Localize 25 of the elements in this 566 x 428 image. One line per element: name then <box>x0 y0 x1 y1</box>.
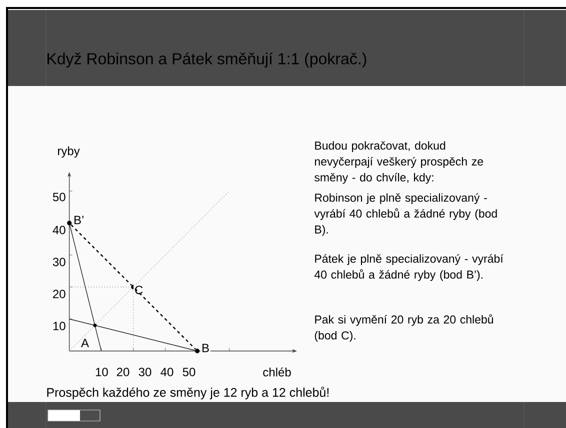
point-marker <box>67 220 72 226</box>
tick-label: 40 <box>52 226 66 234</box>
axis-label: chléb <box>263 368 291 376</box>
dashed-line <box>134 288 196 350</box>
paragraph: Budou pokračovat, dokud nevyčerpají veškerý prospěch ze směny - do chvíle, kdy: <box>314 141 484 184</box>
point-label: B’ <box>72 214 86 226</box>
slide-title: Když Robinson a Pátek směňují 1:1 (pokrač.) <box>48 52 366 68</box>
region-label: A <box>81 338 89 348</box>
tick-label: 30 <box>138 368 152 376</box>
tick-label: 50 <box>182 368 196 376</box>
point-marker <box>195 348 200 354</box>
paragraph: Pátek je plně specializovaný - vyrábí 40 chlebů a žádné ryby (bod B’). <box>314 254 504 281</box>
tick-label: 20 <box>116 368 130 376</box>
paragraph: Robinson je plně specializovaný - vyrábí 40 chlebů a žádné ryby (bod B). <box>314 193 497 236</box>
tick-label: 40 <box>160 368 174 376</box>
paragraph: Pak si vymění 20 ryb za 20 chlebů (bod C). <box>314 314 494 342</box>
tick-label: 50 <box>52 192 66 202</box>
summary-text: Prospěch každého ze směny je 12 ryb a 12 chlebů! <box>47 386 328 400</box>
tick-label: 10 <box>96 368 108 376</box>
dashed-line <box>70 224 132 286</box>
point-label: B <box>200 342 210 354</box>
tick-label: 30 <box>52 258 66 266</box>
axis-label: ryby <box>58 146 80 158</box>
tick-label: 20 <box>53 290 66 298</box>
tick-label: 10 <box>53 322 66 330</box>
